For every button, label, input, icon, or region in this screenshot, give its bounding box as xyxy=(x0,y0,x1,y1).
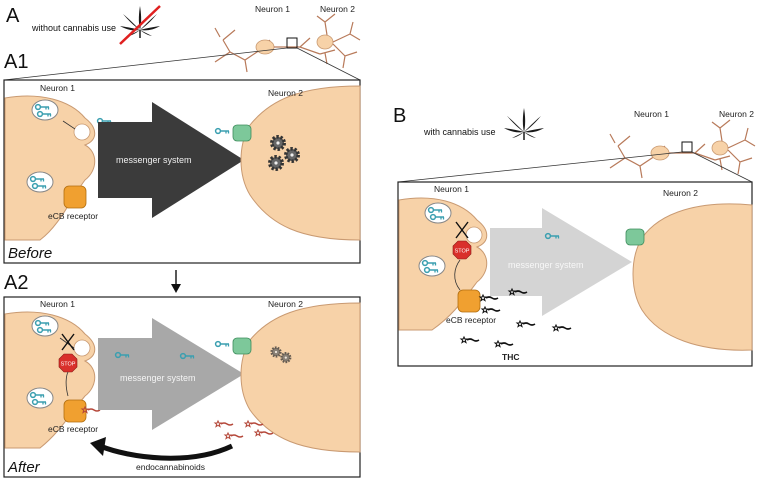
feedback-arrow xyxy=(99,443,234,461)
a2-label: A2 xyxy=(4,272,28,294)
ecb-receptor-label-a2: eCB receptor xyxy=(48,424,98,434)
state-before: Before xyxy=(8,245,52,262)
neuron2-top-a: Neuron 2 xyxy=(320,4,355,14)
cannabis-leaf-icon xyxy=(503,107,545,141)
neuron2-label-a1: Neuron 2 xyxy=(268,88,303,98)
zoom-square-b xyxy=(681,141,693,153)
a1-label: A1 xyxy=(4,51,28,73)
messenger-arrow-a1 xyxy=(98,102,244,218)
panel-b-caption: with cannabis use xyxy=(423,127,496,137)
ecb-receptor-label-b: eCB receptor xyxy=(446,315,496,325)
arrow-text-a2: messenger system xyxy=(120,373,196,383)
neuron2-terminal-b xyxy=(632,203,753,351)
b-box: Neuron 1 STOP eCB receptor messenger sys… xyxy=(397,181,753,367)
neuron1-label-a1: Neuron 1 xyxy=(40,83,75,93)
zoom-line-left-b xyxy=(397,151,683,183)
stop-sign-icon-a2: STOP xyxy=(58,353,78,373)
state-after: After xyxy=(7,459,41,476)
neuron1-top-a: Neuron 1 xyxy=(255,4,290,14)
cannabis-leaf-crossed-icon xyxy=(119,5,161,45)
panel-a-caption: without cannabis use xyxy=(31,23,116,33)
neuron2-label-a2: Neuron 2 xyxy=(268,299,303,309)
a1-box: eCB receptor Neuron 1 messenger system N… xyxy=(3,79,361,264)
neuron1-terminal-a2 xyxy=(4,311,96,449)
green-receptor-a2 xyxy=(232,337,252,355)
arrow-text-a1: messenger system xyxy=(116,155,192,165)
endocannabinoids-label: endocannabinoids xyxy=(136,462,205,472)
messenger-arrow-b xyxy=(490,208,632,316)
zoom-line-right-b xyxy=(691,151,753,183)
stop-text-a2: STOP xyxy=(61,362,76,368)
green-receptor-b xyxy=(625,228,645,246)
stop-text-b: STOP xyxy=(455,249,470,255)
a2-box: Neuron 1 STOP eCB receptor messenger sys… xyxy=(3,296,361,478)
neuron2-terminal-a2 xyxy=(240,302,361,453)
stop-sign-icon-b: STOP xyxy=(452,240,472,260)
ecb-receptor-a2 xyxy=(63,399,87,423)
neuron2-label-b: Neuron 2 xyxy=(663,188,698,198)
panel-a-label: A xyxy=(6,5,20,27)
green-receptor-a1 xyxy=(232,124,252,142)
neuron2-terminal-a1 xyxy=(240,85,361,241)
neuron1-label-b: Neuron 1 xyxy=(434,184,469,194)
panel-b-label: B xyxy=(393,105,406,127)
zoom-line-right-a xyxy=(296,47,361,81)
zoom-square-a xyxy=(286,37,298,49)
ecb-receptor-b xyxy=(457,289,481,313)
ecb-receptor-a1 xyxy=(63,185,87,209)
arrow-text-b: messenger system xyxy=(508,260,584,270)
neuron1-top-b: Neuron 1 xyxy=(634,109,669,119)
zoom-line-left-a xyxy=(3,47,288,81)
neuron2-top-b: Neuron 2 xyxy=(719,109,754,119)
messenger-arrow-a2 xyxy=(98,318,244,430)
neuron1-terminal-a1 xyxy=(4,95,96,241)
thc-label: THC xyxy=(502,352,519,362)
down-arrow-icon xyxy=(171,270,181,293)
neuron1-label-a2: Neuron 1 xyxy=(40,299,75,309)
ecb-receptor-label-a1: eCB receptor xyxy=(48,211,98,221)
